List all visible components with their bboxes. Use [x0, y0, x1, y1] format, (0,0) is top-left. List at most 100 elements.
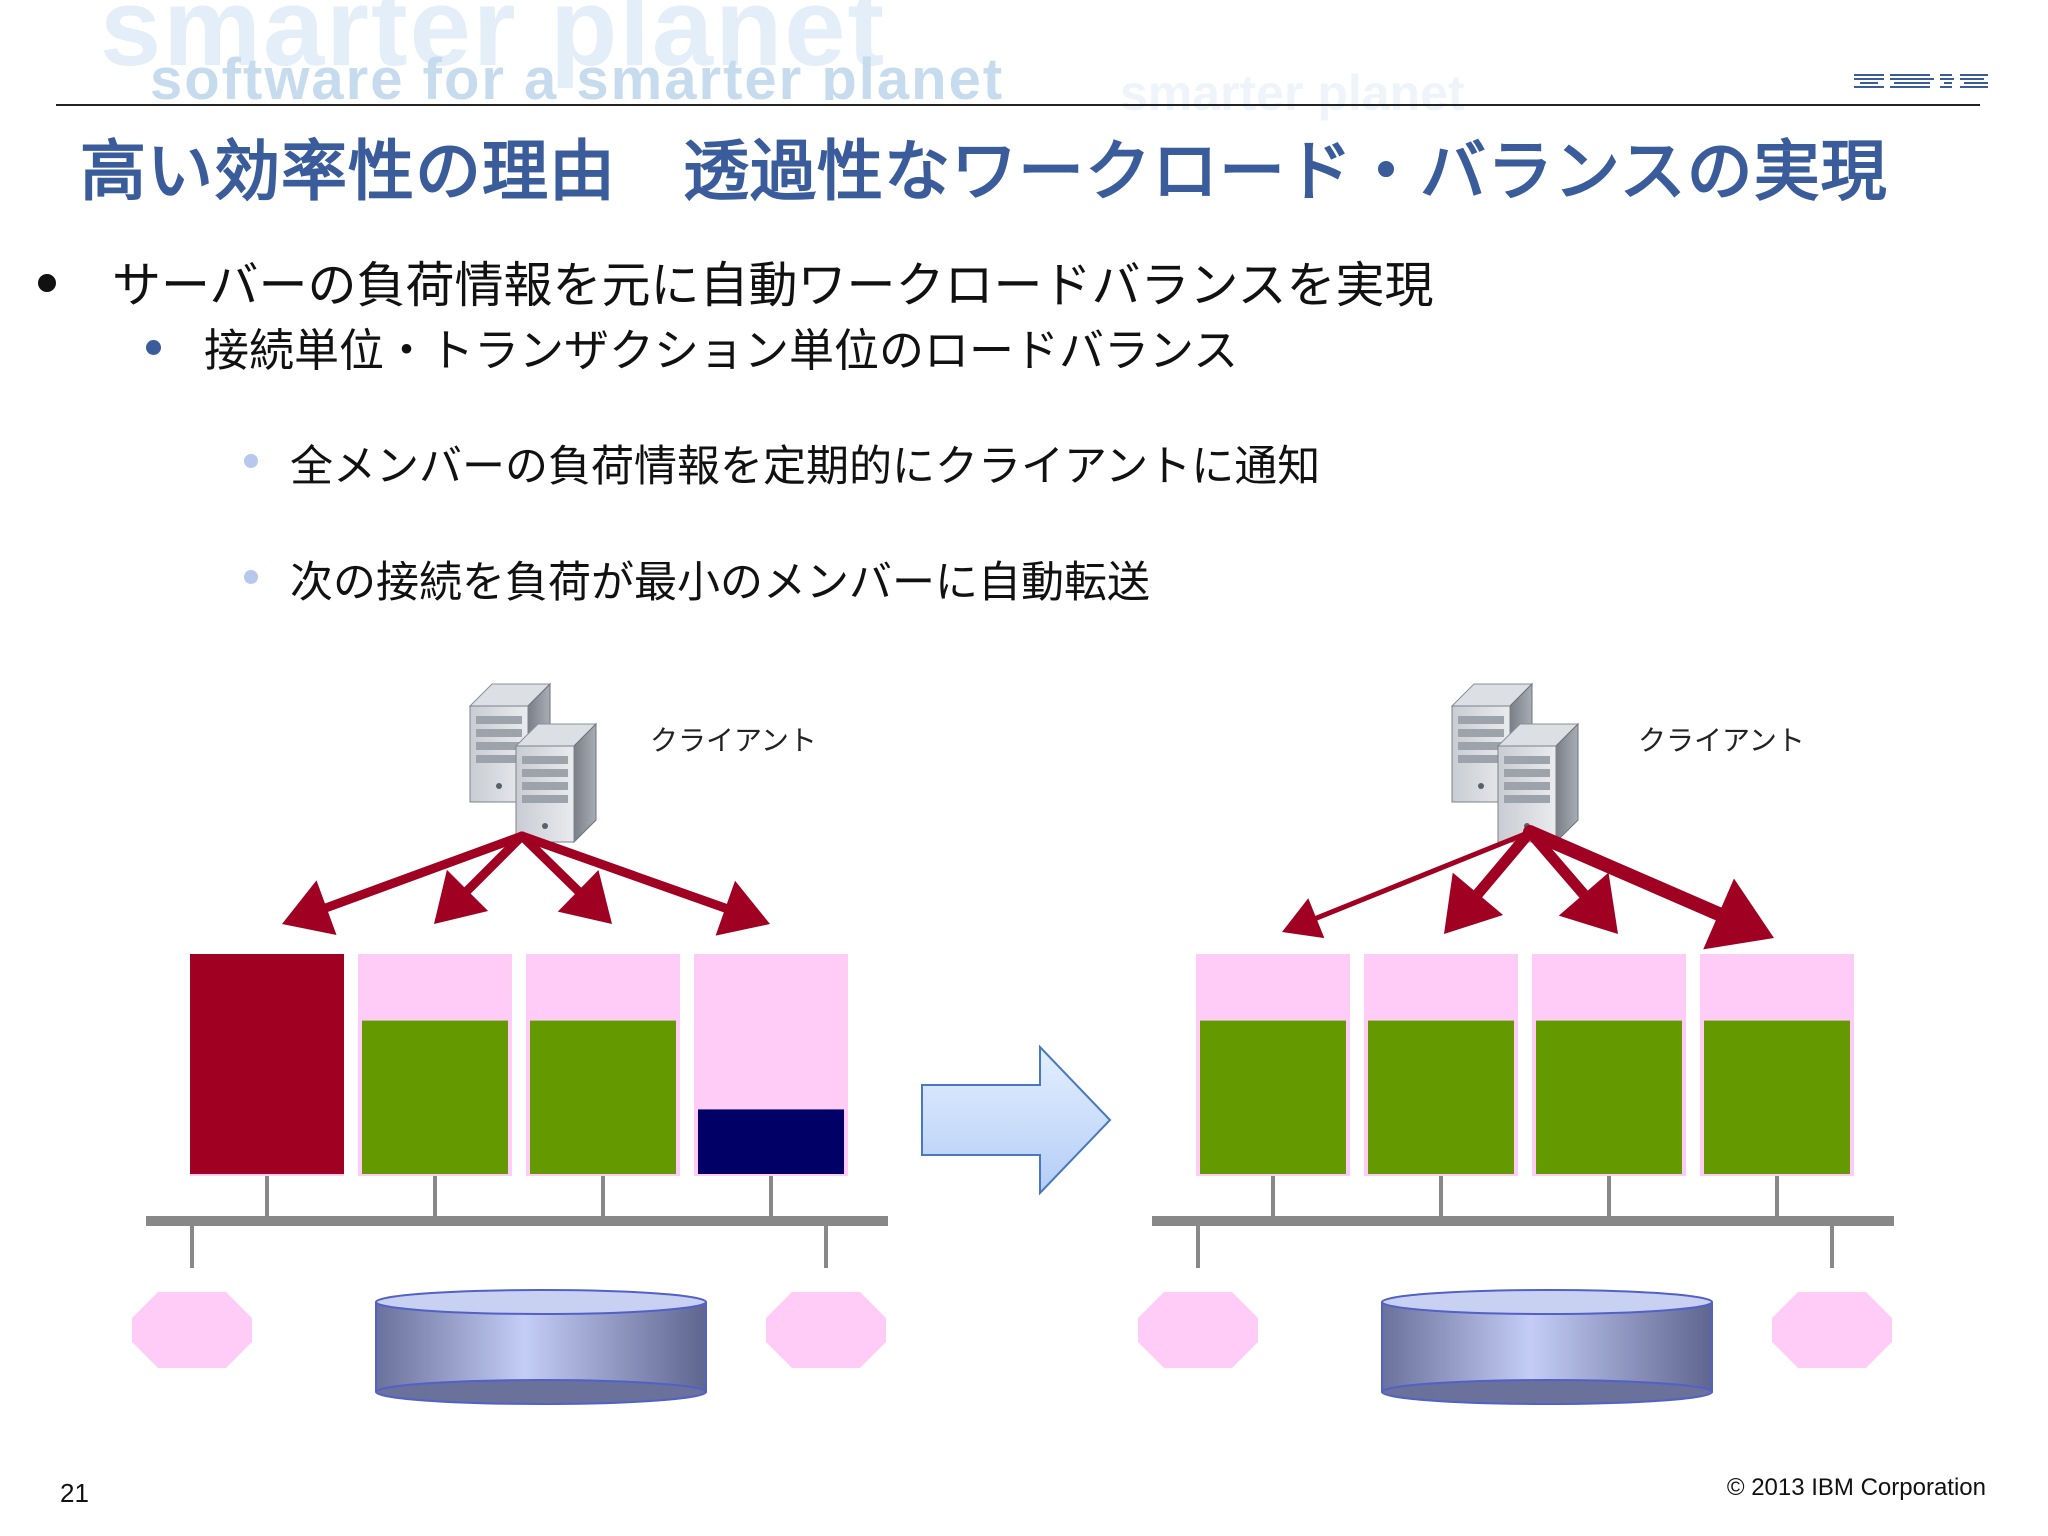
transition-arrow [921, 1044, 1112, 1196]
server-tower-icon [1496, 722, 1580, 844]
flow-arrow [517, 831, 770, 936]
drive-bay [1458, 742, 1504, 750]
member-load [190, 954, 344, 1174]
bullet-dot [146, 340, 161, 355]
member-load [1368, 1020, 1514, 1174]
flow-arrow [517, 831, 612, 924]
db-bottom [1381, 1379, 1713, 1405]
endpoint-node-right [766, 1292, 886, 1368]
db-body [376, 1302, 706, 1392]
database-icon [375, 1289, 707, 1405]
drive-bay [476, 729, 522, 737]
arrow-shaft [322, 831, 527, 913]
power-led [1478, 783, 1484, 789]
arrow-shaft [517, 831, 583, 896]
bullet-level3-2: 次の接続を負荷が最小のメンバーに自動転送 [244, 548, 1150, 610]
member-server [190, 954, 344, 1176]
drive-bay [1504, 756, 1550, 764]
member-load [530, 1020, 676, 1174]
flow-arrow [434, 831, 527, 924]
member-load [1536, 1020, 1682, 1174]
member-server [526, 954, 680, 1176]
right-arrow-icon [921, 1044, 1112, 1196]
banner-watermark-large: smarter planet [100, 0, 887, 89]
member-server [694, 954, 848, 1176]
drive-bay [1458, 716, 1504, 724]
drive-bay [476, 742, 522, 750]
bullet-level3-text: 全メンバーの負荷情報を定期的にクライアントに通知 [290, 442, 1321, 492]
copyright: © 2013 IBM Corporation [1726, 1474, 1986, 1501]
arrow-shaft [463, 831, 527, 895]
member-load [698, 1109, 844, 1174]
drive-bay [1458, 729, 1504, 737]
client-label: クライアント [650, 724, 817, 757]
arrow-head [715, 880, 770, 936]
drive-bay [1458, 755, 1504, 763]
arrow-head [1558, 872, 1618, 934]
arrow-head [1703, 878, 1774, 950]
bullet-level3-text: 次の接続を負荷が最小のメンバーに自動転送 [290, 558, 1150, 608]
flow-arrow [1282, 829, 1533, 939]
database-icon [1381, 1289, 1713, 1405]
client-label: クライアント [1638, 724, 1805, 757]
network-bus [146, 1216, 888, 1226]
header-banner: smarter planet software for a smarter pl… [40, 0, 1100, 100]
db-bottom [375, 1379, 707, 1405]
header-rule [56, 104, 1980, 106]
drive-bay [1504, 795, 1550, 803]
arrow-head [282, 880, 337, 936]
bullet-level1-text: サーバーの負荷情報を元に自動ワークロードバランスを実現 [112, 257, 1434, 314]
ibm-logo [1854, 74, 1988, 88]
drive-bay [522, 756, 568, 764]
bullet-dot [244, 570, 258, 584]
endpoint-node-right [1772, 1292, 1892, 1368]
member-server [1532, 954, 1686, 1176]
member-load [362, 1020, 508, 1174]
bullet-level2: 接続単位・トランザクション単位のロードバランス [146, 314, 1239, 379]
drive-bay [476, 716, 522, 724]
member-server [358, 954, 512, 1176]
drive-bay [522, 769, 568, 777]
left-diagram: クライアント [132, 682, 888, 1405]
arrow-shaft [1523, 825, 1726, 921]
server-tower-icon [514, 722, 598, 844]
drive-bay [522, 782, 568, 790]
bullet-dot [244, 454, 258, 468]
drive-bay [1504, 782, 1550, 790]
slide-title: 高い効率性の理由 透過性なワークロード・バランスの実現 [80, 133, 1888, 210]
power-led [542, 823, 548, 829]
member-load [1200, 1020, 1346, 1174]
bullet-level3-1: 全メンバーの負荷情報を定期的にクライアントに通知 [244, 432, 1321, 494]
member-load [1704, 1020, 1850, 1174]
arrow-shaft [1313, 829, 1533, 921]
member-server [1700, 954, 1854, 1176]
arrow-head [1282, 898, 1325, 939]
arrow-shaft [517, 831, 730, 913]
drive-bay [476, 755, 522, 763]
flow-arrow [1444, 826, 1536, 934]
flow-arrow [282, 831, 527, 936]
endpoint-node-left [1138, 1292, 1258, 1368]
bullet-dot [38, 274, 56, 292]
db-top [1381, 1289, 1713, 1315]
arrow-shaft [1472, 826, 1536, 900]
bullet-level2-text: 接続単位・トランザクション単位のロードバランス [204, 324, 1239, 377]
bullet-level1: サーバーの負荷情報を元に自動ワークロードバランスを実現 [38, 246, 1434, 317]
member-server [1364, 954, 1518, 1176]
network-bus [1152, 1216, 1894, 1226]
arrow-head [434, 869, 489, 924]
arrow-head [1444, 872, 1504, 934]
right-diagram: クライアント [1138, 682, 1894, 1405]
banner-watermark-small: software for a smarter planet [150, 47, 1005, 100]
endpoint-node-left [132, 1292, 252, 1368]
power-led [496, 783, 502, 789]
drive-bay [522, 795, 568, 803]
arrow-head [557, 870, 612, 924]
flow-arrow [1523, 825, 1774, 950]
member-server [1196, 954, 1350, 1176]
db-top [375, 1289, 707, 1315]
db-body [1382, 1302, 1712, 1392]
banner-watermark-ghost: smarter planet [1120, 65, 1465, 121]
page-number: 21 [60, 1478, 89, 1508]
